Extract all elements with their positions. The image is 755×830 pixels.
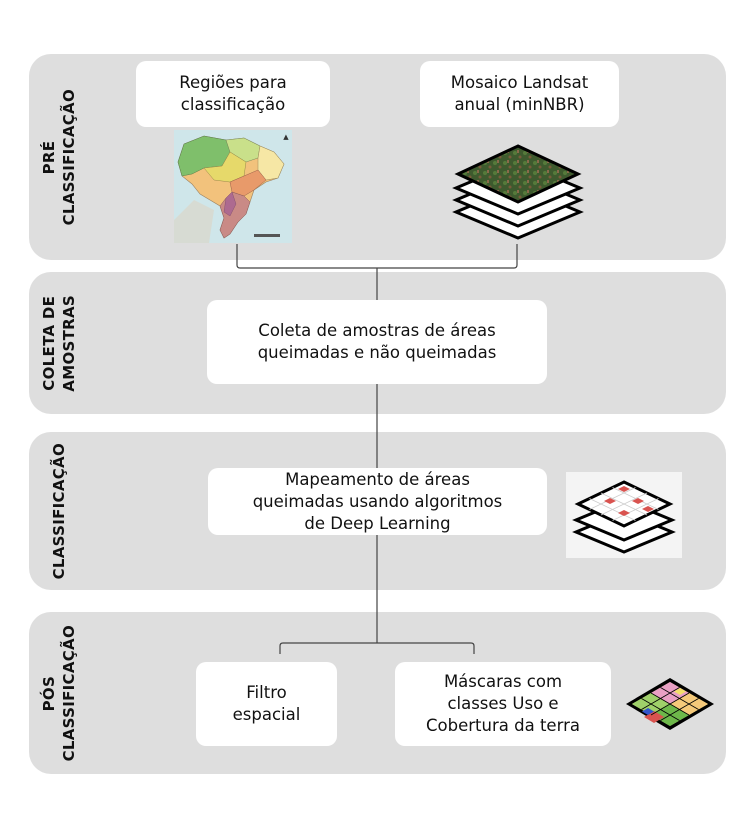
stage-label-text: PÓS CLASSIFICAÇÃO: [40, 624, 78, 762]
landsat-raster-stack-icon: [452, 140, 584, 240]
landcover-grid-icon: [624, 676, 716, 732]
stage-panel-pos-classificacao: PÓS CLASSIFICAÇÃO: [29, 612, 726, 774]
box-mascaras-uso-cobertura: Máscaras com classes Uso e Cobertura da …: [395, 662, 611, 746]
classified-grid-stack-icon: [566, 472, 682, 558]
stage-label-pos-classificacao: PÓS CLASSIFICAÇÃO: [29, 612, 89, 774]
stage-label-text: CLASSIFICAÇÃO: [50, 442, 68, 580]
stage-label-classificacao: CLASSIFICAÇÃO: [29, 432, 89, 590]
svg-text:▲: ▲: [283, 133, 289, 141]
stage-label-text: PRÉ CLASSIFICAÇÃO: [40, 88, 78, 226]
stage-label-text: COLETA DE AMOSTRAS: [40, 294, 78, 392]
stage-panel-pre-classificacao: PRÉ CLASSIFICAÇÃO: [29, 54, 726, 260]
stage-label-pre-classificacao: PRÉ CLASSIFICAÇÃO: [29, 54, 89, 260]
box-mosaico-landsat: Mosaico Landsat anual (minNBR): [420, 61, 619, 127]
stage-label-coleta-amostras: COLETA DE AMOSTRAS: [29, 272, 89, 414]
box-regioes-classificacao: Regiões para classificação: [136, 61, 330, 127]
brazil-regions-map-icon: ▲: [174, 130, 292, 243]
box-coleta-amostras: Coleta de amostras de áreas queimadas e …: [207, 300, 547, 384]
box-mapeamento: Mapeamento de áreas queimadas usando alg…: [208, 468, 547, 535]
box-filtro-espacial: Filtro espacial: [196, 662, 337, 746]
